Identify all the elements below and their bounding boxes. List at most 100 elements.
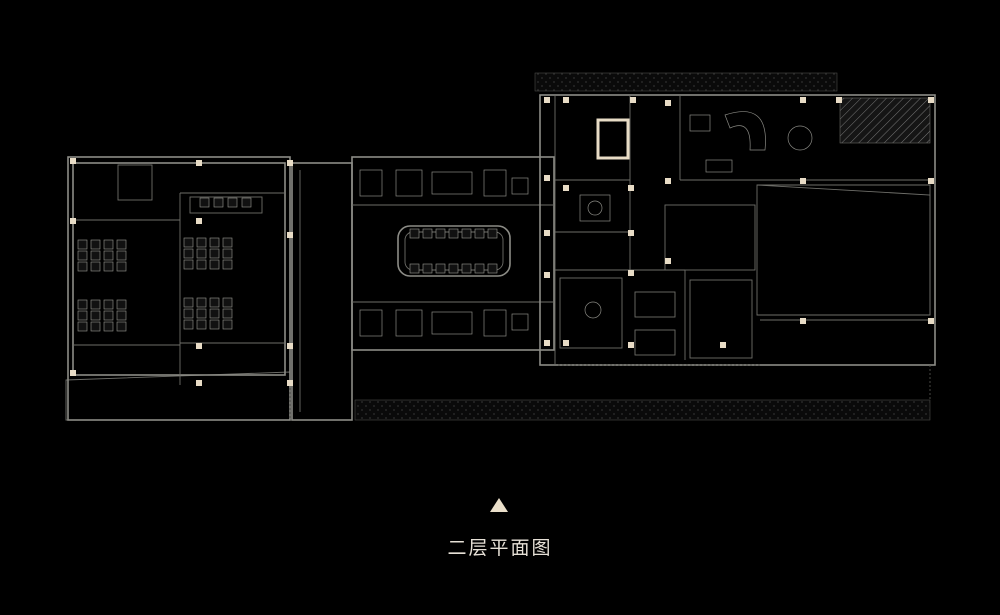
desk [409,228,420,239]
column [628,185,634,191]
column [628,230,634,236]
desk [90,261,101,272]
desk [103,239,114,250]
column [196,380,202,386]
plan-caption: 二层平面图 [447,537,553,559]
column [563,340,569,346]
column [544,230,550,236]
desk [77,239,88,250]
desk [474,228,485,239]
desk [77,250,88,261]
desk [209,308,220,319]
column [196,343,202,349]
column [70,218,76,224]
desk [196,248,207,259]
desk [213,197,224,208]
desk [196,297,207,308]
central-hall [351,156,555,351]
desk [116,261,127,272]
column [287,160,293,166]
column [544,272,550,278]
bottom-terrace-band [354,399,931,421]
desk [183,259,194,270]
desk [116,310,127,321]
desk [116,321,127,332]
column [196,160,202,166]
desk [461,263,472,274]
column [563,97,569,103]
desk [487,263,498,274]
office-desks [77,197,498,332]
west-wing [67,156,291,421]
desk [199,197,210,208]
desk [487,228,498,239]
desk [409,263,420,274]
desk [77,261,88,272]
desk [90,239,101,250]
desk [103,310,114,321]
desk [222,248,233,259]
column [928,178,934,184]
desk [209,248,220,259]
desk [183,319,194,330]
desk [209,319,220,330]
column [70,370,76,376]
desk [474,263,485,274]
desk [103,321,114,332]
desk [222,319,233,330]
column [665,258,671,264]
desk [222,259,233,270]
desk [196,308,207,319]
column [836,97,842,103]
column [287,380,293,386]
structural-columns [70,97,934,386]
desk [183,237,194,248]
column [928,318,934,324]
column [544,97,550,103]
desk [90,299,101,310]
desk [183,297,194,308]
desk [461,228,472,239]
column [800,318,806,324]
column [800,178,806,184]
desk [422,263,433,274]
left-bottom-ramp [65,371,291,421]
desk [90,321,101,332]
desk [77,321,88,332]
desk [209,237,220,248]
column [544,340,550,346]
desk [116,250,127,261]
desk [77,299,88,310]
column [563,185,569,191]
column [928,97,934,103]
desk [241,197,252,208]
desk [90,250,101,261]
desk [116,299,127,310]
desk [196,319,207,330]
desk [209,259,220,270]
desk [448,228,459,239]
column [628,270,634,276]
desk [196,237,207,248]
column [70,158,76,164]
column [665,100,671,106]
column [544,175,550,181]
top-terrace-band [534,72,838,92]
column [287,232,293,238]
east-wing [539,94,936,366]
desk [435,263,446,274]
column [196,218,202,224]
column [800,97,806,103]
desk [222,237,233,248]
desk [116,239,127,250]
desk [77,310,88,321]
desk [183,308,194,319]
desk [183,248,194,259]
desk [222,308,233,319]
desk [222,297,233,308]
column [665,178,671,184]
desk [196,259,207,270]
desk [448,263,459,274]
column [628,342,634,348]
column [630,97,636,103]
